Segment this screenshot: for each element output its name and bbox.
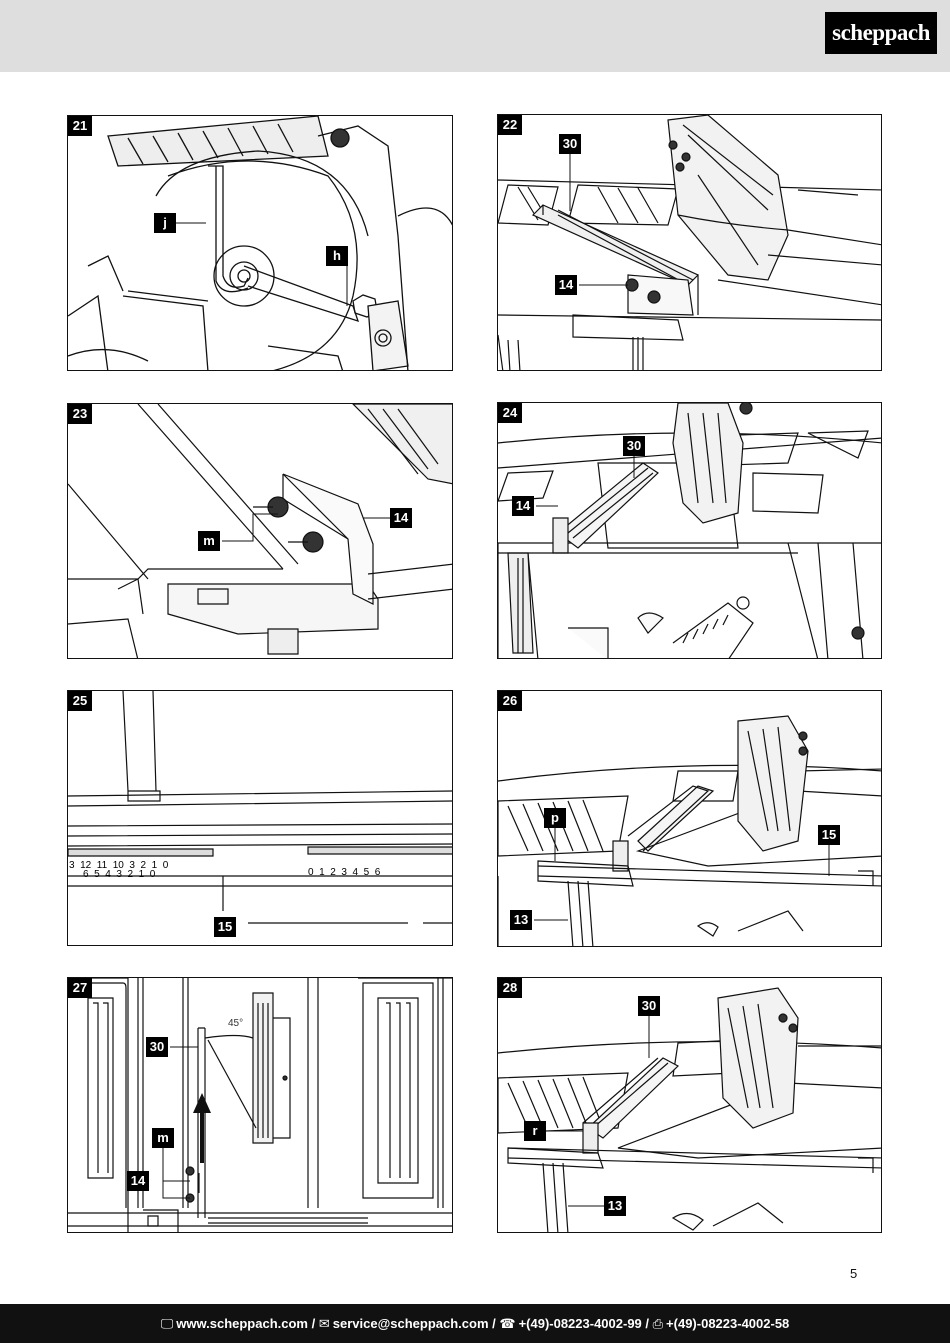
- fence-mounting-illustration: [498, 115, 881, 370]
- callout-30: 30: [638, 996, 660, 1016]
- figure-number: 24: [498, 403, 522, 423]
- brand-logo: scheppach: [825, 12, 937, 54]
- callout-j: j: [154, 213, 176, 233]
- callout-13: 13: [510, 910, 532, 930]
- footer-phone: +(49)-08223-4002-99: [518, 1316, 642, 1331]
- footer-contact: 🖵www.scheppach.com / ✉service@scheppach.…: [0, 1304, 950, 1343]
- footer-fax: +(49)-08223-4002-58: [666, 1316, 790, 1331]
- figure-number: 28: [498, 978, 522, 998]
- callout-14: 14: [390, 508, 412, 528]
- figure-27: 27 30 m 14 45°: [67, 977, 453, 1233]
- figure-23: 23 m 14: [67, 403, 453, 659]
- callout-14: 14: [555, 275, 577, 295]
- phone-icon: ☎: [499, 1316, 516, 1331]
- footer-separator: /: [641, 1316, 653, 1331]
- callout-r: r: [524, 1121, 546, 1141]
- fence-clamp-illustration: [498, 715, 881, 946]
- footer-separator: /: [488, 1316, 500, 1331]
- envelope-icon: ✉: [318, 1316, 330, 1331]
- fence-position-illustration: [498, 403, 881, 658]
- callout-14: 14: [512, 496, 534, 516]
- footer-email[interactable]: service@scheppach.com: [332, 1316, 489, 1331]
- scale-left-lower: 6 5 4 3 2 1 0: [83, 869, 156, 880]
- callout-30: 30: [559, 134, 581, 154]
- callout-15: 15: [818, 825, 840, 845]
- top-view-illustration: [68, 978, 452, 1232]
- figure-number: 21: [68, 116, 92, 136]
- fence-adjust-illustration: [68, 404, 452, 658]
- scale-illustration: [68, 691, 452, 924]
- scale-right: 0 1 2 3 4 5 6: [308, 867, 381, 878]
- callout-30: 30: [146, 1037, 168, 1057]
- callout-14: 14: [127, 1171, 149, 1191]
- figure-number: 22: [498, 115, 522, 135]
- scale-left-upper: 3 12 11 10 3 2 1 0: [69, 860, 169, 871]
- figure-25: 25 3 12 11 10 3 2 1 0 6 5 4 3 2 1 0 0 1 …: [67, 690, 453, 946]
- callout-h: h: [326, 246, 348, 266]
- figure-number: 26: [498, 691, 522, 711]
- fence-lock-illustration: [498, 987, 881, 1232]
- blade-wrench-illustration: [68, 116, 452, 370]
- callout-m: m: [198, 531, 220, 551]
- callout-p: p: [544, 808, 566, 828]
- figure-26: 26 p 15 13: [497, 690, 882, 947]
- figure-24: 24 30 14: [497, 402, 882, 659]
- figure-21: 21 j h: [67, 115, 453, 371]
- figure-28: 28 30 r 13: [497, 977, 882, 1233]
- fax-icon: ⎙: [652, 1316, 664, 1331]
- callout-13: 13: [604, 1196, 626, 1216]
- footer-band: [0, 1304, 950, 1343]
- figure-22: 22 30 14: [497, 114, 882, 371]
- footer-website[interactable]: www.scheppach.com: [176, 1316, 308, 1331]
- angle-label: 45°: [228, 1018, 244, 1029]
- footer-separator: /: [308, 1316, 319, 1331]
- figure-number: 23: [68, 404, 92, 424]
- figure-number: 27: [68, 978, 92, 998]
- callout-30: 30: [623, 436, 645, 456]
- header-band: [0, 0, 950, 72]
- callout-m: m: [152, 1128, 174, 1148]
- page-number: 5: [850, 1266, 858, 1281]
- figure-number: 25: [68, 691, 92, 711]
- callout-15: 15: [214, 917, 236, 937]
- monitor-icon: 🖵: [160, 1316, 174, 1331]
